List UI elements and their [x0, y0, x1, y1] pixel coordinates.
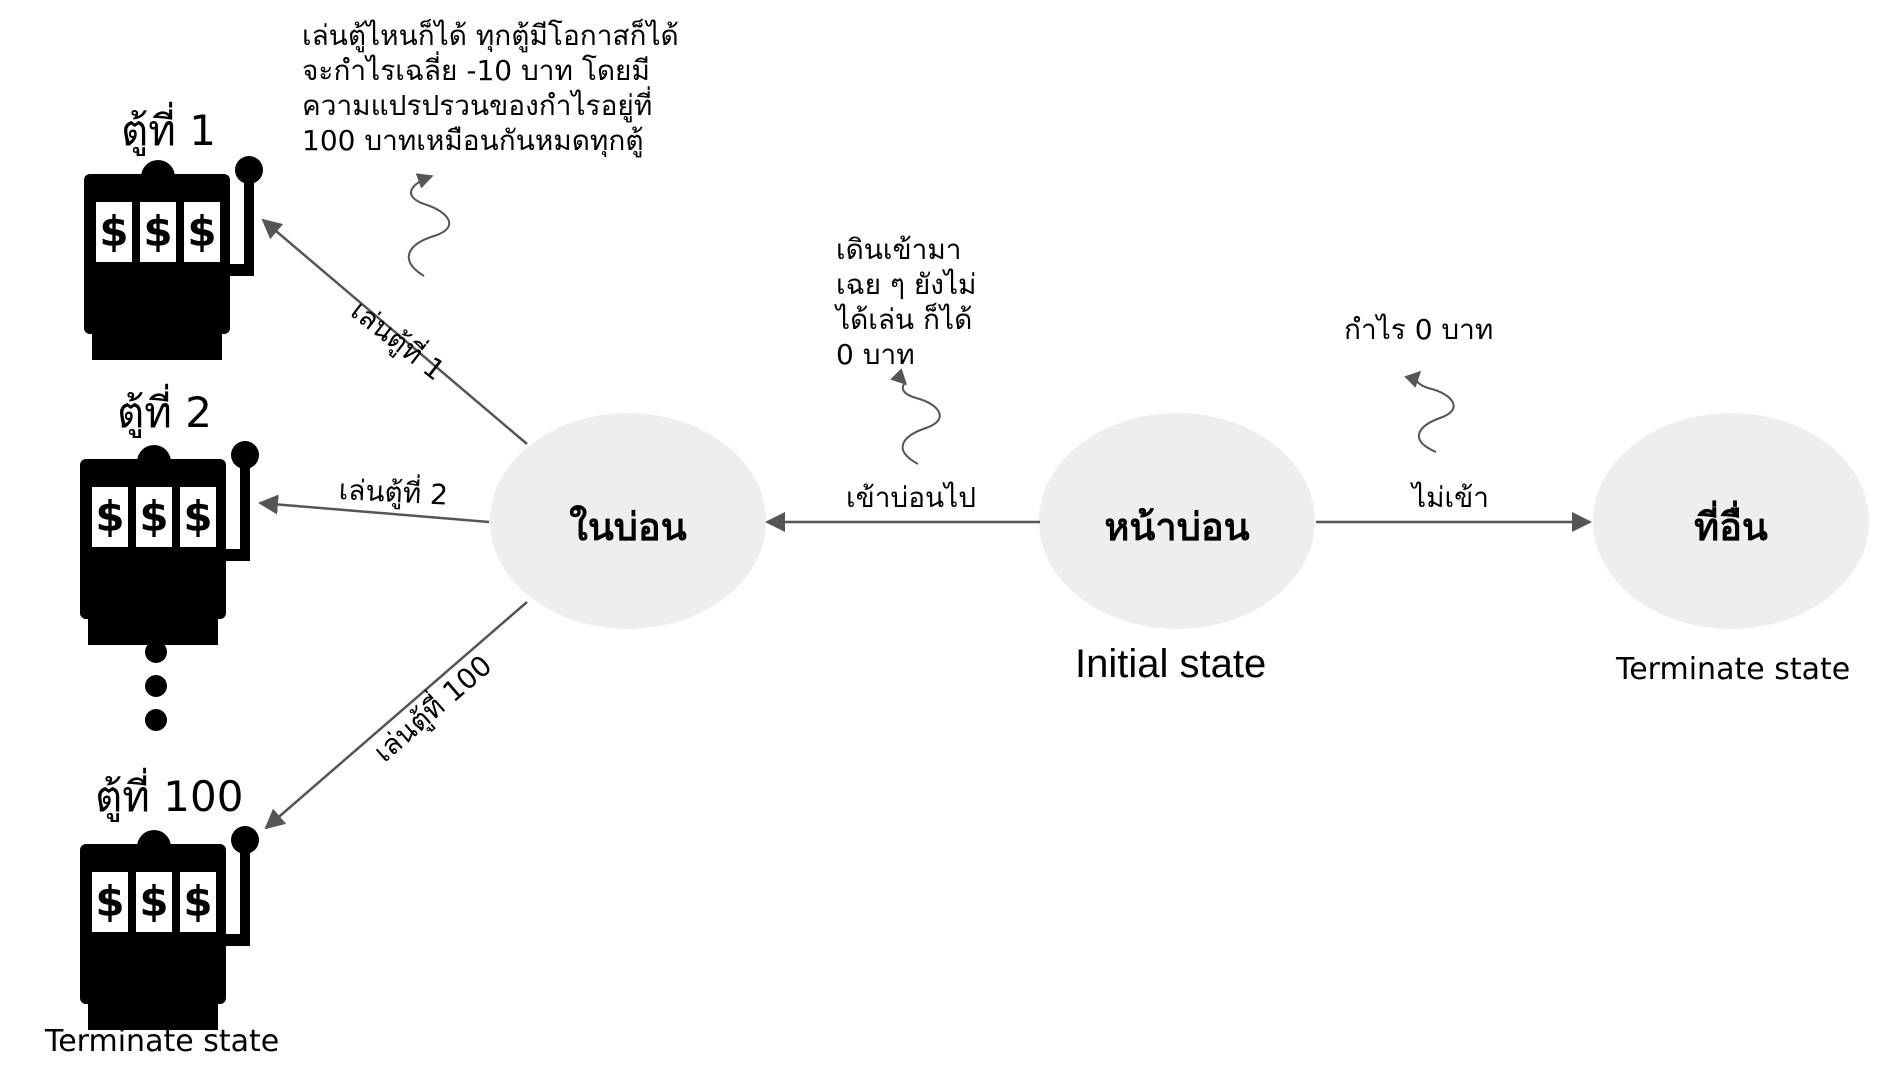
slot-reel [180, 872, 216, 932]
note-enter: เดินเข้ามา เฉย ๆ ยังไม่ ได้เล่น ก็ได้ 0 … [836, 233, 977, 371]
edge-play2-arrow [258, 494, 490, 524]
slot-reel [140, 202, 176, 262]
state-front-node [1039, 413, 1315, 629]
machine-1-label: ตู้ที่ 1 [121, 106, 217, 155]
dollar-sign-icon: $ [139, 877, 168, 926]
machines-terminate-caption: Terminate state [45, 1024, 280, 1059]
note-machines: เล่นตู้ไหนก็ได้ ทุกตู้มีโอกาสก็ได้ จะกำไ… [302, 19, 679, 157]
slot-reel [96, 202, 132, 262]
slot-machine-icon: $ $ $ [80, 826, 259, 1030]
note-enter-pointer [890, 368, 941, 465]
edge-play2-label: เล่นตู้ที่ 2 [338, 472, 449, 512]
edge-play100-arrow [264, 601, 528, 830]
machine-2-label: ตู้ที่ 2 [117, 388, 213, 437]
state-inside-node [490, 413, 766, 629]
dollar-sign-icon: $ [95, 492, 124, 541]
state-front-label: หน้าบ่อน [1104, 505, 1250, 549]
slot-reel [92, 487, 128, 547]
slot-reel [184, 202, 220, 262]
ellipsis-dot [145, 675, 167, 697]
slot-reel [92, 872, 128, 932]
note-leave: กำไร 0 บาท [1344, 313, 1494, 346]
slot-machines: $ $ $ $ $ $ $ $ $ [80, 156, 263, 1030]
note-machines-pointer [407, 173, 451, 277]
slot-machine-icon: $ $ $ [84, 156, 263, 360]
note-leave-pointer [1404, 370, 1455, 453]
state-elsewhere-label: ที่อื่น [1694, 505, 1768, 549]
dollar-sign-icon: $ [139, 492, 168, 541]
edge-enter-label: เข้าบ่อนไป [846, 481, 977, 514]
dollar-sign-icon: $ [143, 207, 172, 256]
state-inside-label: ในบ่อน [569, 505, 687, 549]
dollar-sign-icon: $ [183, 877, 212, 926]
dollar-sign-icon: $ [187, 207, 216, 256]
edge-leave-label: ไม่เข้า [1412, 481, 1489, 514]
ellipsis-dot [145, 709, 167, 731]
ellipsis-dot [145, 641, 167, 663]
dollar-sign-icon: $ [95, 877, 124, 926]
machine-100-label: ตู้ที่ 100 [95, 772, 244, 821]
slot-reel [180, 487, 216, 547]
slot-reel [136, 487, 172, 547]
state-front-caption: Initial state [1075, 642, 1267, 686]
dollar-sign-icon: $ [99, 207, 128, 256]
slot-reel [136, 872, 172, 932]
edge-play1-arrow [261, 218, 528, 445]
dollar-sign-icon: $ [183, 492, 212, 541]
state-elsewhere-node [1593, 413, 1869, 629]
slot-machine-icon: $ $ $ [80, 441, 259, 645]
state-elsewhere-caption: Terminate state [1616, 652, 1851, 687]
